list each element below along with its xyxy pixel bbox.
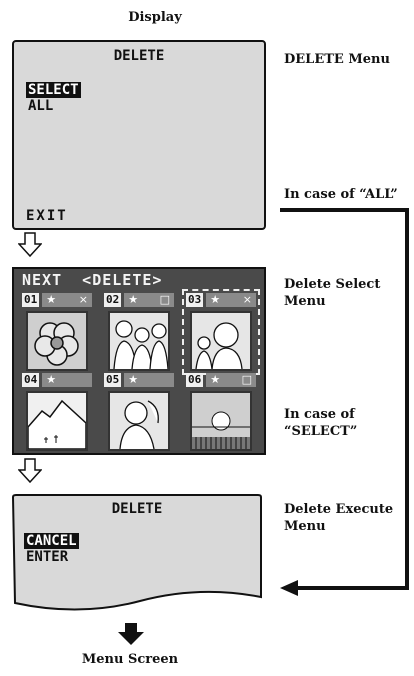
delete-mark-icon: × [79, 293, 88, 307]
footer-menu-screen: Menu Screen [60, 652, 200, 667]
menu-item-exit[interactable]: EXIT [26, 208, 68, 224]
thumbnail-cell[interactable]: 04 ★ [20, 371, 94, 453]
thumbnail-image [108, 391, 170, 451]
thumbnail-number: 06 [186, 373, 203, 387]
thumbnail-image [108, 311, 170, 371]
menu-item-cancel[interactable]: CANCEL [24, 533, 79, 549]
down-arrow-icon [18, 458, 42, 484]
grid-title: NEXT <DELETE> [22, 271, 162, 289]
thumbnail-cell[interactable]: 05 ★ [102, 371, 176, 453]
menu-item-select[interactable]: SELECT [26, 82, 81, 98]
thumbnail-number: 03 [186, 293, 203, 307]
star-icon: ★ [46, 293, 56, 307]
label-delete-menu: DELETE Menu [284, 52, 390, 67]
star-icon: ★ [46, 373, 56, 387]
thumbnail-number: 04 [22, 373, 39, 387]
menu-item-all[interactable]: ALL [26, 98, 81, 114]
screen-title: DELETE [14, 48, 264, 64]
delete-execute-screen: DELETE CANCEL ENTER [12, 495, 262, 595]
solid-down-arrow-icon [117, 622, 145, 646]
header-display: Display [115, 10, 195, 25]
thumbnail-cell[interactable]: 02 ★ □ [102, 291, 176, 373]
thumbnail-image [190, 391, 252, 451]
thumbnail-cell[interactable]: 06 ★ □ [184, 371, 258, 453]
thumbnail-number: 02 [104, 293, 121, 307]
return-path-arrow [270, 200, 414, 600]
delete-menu-screen: DELETE SELECT ALL EXIT [12, 40, 266, 230]
thumbnail-image [190, 311, 252, 371]
thumbnail-image [26, 391, 88, 451]
screen-title: DELETE [12, 501, 262, 517]
thumbnail-cell[interactable]: 01 ★ × [20, 291, 94, 373]
delete-mark-icon: □ [242, 373, 252, 387]
star-icon: ★ [210, 373, 220, 387]
star-icon: ★ [128, 293, 138, 307]
thumbnail-image [26, 311, 88, 371]
menu-item-enter[interactable]: ENTER [24, 549, 79, 565]
down-arrow-icon [18, 232, 42, 258]
thumbnail-number: 05 [104, 373, 121, 387]
delete-mark-icon: □ [160, 293, 170, 307]
thumbnail-number: 01 [22, 293, 39, 307]
star-icon: ★ [128, 373, 138, 387]
star-icon: ★ [210, 293, 220, 307]
delete-select-screen: NEXT <DELETE> 01 ★ × 02 ★ □ 03 ★ × 04 ★ 05 ★ 06 ★ □ [12, 267, 266, 455]
thumbnail-cell[interactable]: 03 ★ × [184, 291, 258, 373]
delete-mark-icon: × [243, 293, 252, 307]
